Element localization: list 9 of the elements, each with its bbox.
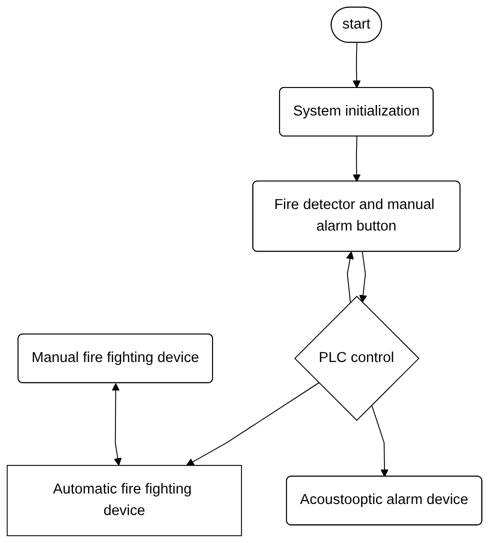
node-diamond: PLC control bbox=[294, 296, 420, 422]
node-box: Automatic fire fighting device bbox=[6, 465, 242, 536]
arrow bbox=[346, 252, 354, 303]
arrow bbox=[352, 136, 361, 182]
arrow bbox=[352, 42, 361, 88]
arrow bbox=[186, 382, 320, 466]
arrow bbox=[112, 383, 122, 466]
arrow bbox=[359, 251, 368, 303]
arrow bbox=[371, 404, 388, 478]
